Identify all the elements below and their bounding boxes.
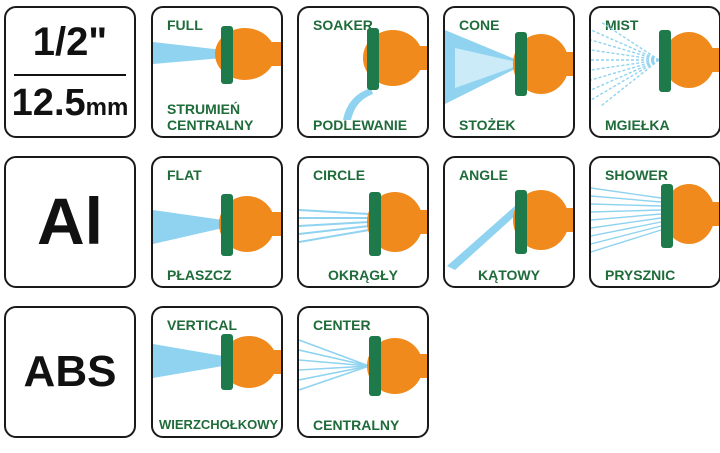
mode-label-pl-1: PŁASZCZ bbox=[167, 267, 232, 283]
shower-nozzle-icon bbox=[591, 184, 719, 253]
mist-nozzle-icon bbox=[591, 21, 719, 107]
mode-tile-flat: FLAT PŁASZCZ bbox=[151, 156, 283, 288]
cone-nozzle-icon bbox=[445, 30, 573, 104]
mode-tile-mist: MIST MGIEŁKA bbox=[589, 6, 720, 138]
mode-label-pl-2: CENTRALNY bbox=[167, 117, 254, 133]
mode-label-en: SOAKER bbox=[313, 17, 373, 33]
mode-label-en: FULL bbox=[167, 17, 203, 33]
center-nozzle-icon bbox=[299, 336, 427, 396]
size-mm-unit: mm bbox=[85, 94, 129, 121]
mode-tile-soaker: SOAKER PODLEWANIE bbox=[297, 6, 429, 138]
size-tile: 1/2" 12.5mm bbox=[4, 6, 136, 138]
mode-tile-center: CENTER CENTRALNY bbox=[297, 306, 429, 438]
mode-tile-shower: SHOWER PRYSZNIC bbox=[589, 156, 720, 288]
vertical-nozzle-icon bbox=[153, 334, 281, 390]
mode-label-en: CENTER bbox=[313, 317, 371, 333]
mode-label-pl-1: STOŻEK bbox=[459, 117, 516, 133]
material-tile-abs: ABS bbox=[4, 306, 136, 438]
mode-label-en: FLAT bbox=[167, 167, 202, 183]
size-mm-value: 12.5 bbox=[11, 82, 86, 124]
material-al-text: Al bbox=[37, 184, 103, 258]
mode-label-en: MIST bbox=[605, 17, 639, 33]
soaker-nozzle-icon bbox=[343, 28, 427, 120]
mode-label-pl-1: OKRĄGŁY bbox=[328, 267, 398, 283]
full-nozzle-icon bbox=[153, 26, 281, 84]
mode-label-pl-1: KĄTOWY bbox=[478, 267, 540, 283]
mode-label-pl-1: PRYSZNIC bbox=[605, 267, 676, 283]
flat-nozzle-icon bbox=[153, 194, 281, 256]
mode-label-pl-1: STRUMIEŃ bbox=[167, 101, 241, 117]
mode-label-pl-1: WIERZCHOŁKOWY bbox=[159, 417, 279, 432]
material-abs-text: ABS bbox=[23, 347, 117, 396]
mode-tile-full: FULL STRUMIEŃ CENTRALNY bbox=[151, 6, 283, 138]
mode-tile-circle: CIRCLE OKRĄGŁY bbox=[297, 156, 429, 288]
circle-nozzle-icon bbox=[299, 192, 427, 256]
mode-label-en: SHOWER bbox=[605, 167, 668, 183]
mode-label-en: ANGLE bbox=[459, 167, 508, 183]
mode-label-pl-1: CENTRALNY bbox=[313, 417, 400, 433]
size-fraction: 1/2" bbox=[32, 20, 108, 64]
mode-tile-vertical: VERTICAL WIERZCHOŁKOWY bbox=[151, 306, 283, 438]
mode-label-pl-1: MGIEŁKA bbox=[605, 117, 670, 133]
mode-label-en: VERTICAL bbox=[167, 317, 237, 333]
material-tile-al: Al bbox=[4, 156, 136, 288]
size-mm: 12.5mm bbox=[6, 84, 134, 122]
angle-nozzle-icon bbox=[447, 190, 573, 270]
mode-label-pl-1: PODLEWANIE bbox=[313, 117, 408, 133]
size-divider bbox=[14, 74, 126, 76]
mode-label-en: CONE bbox=[459, 17, 500, 33]
mode-tile-angle: ANGLE KĄTOWY bbox=[443, 156, 575, 288]
mode-label-en: CIRCLE bbox=[313, 167, 366, 183]
mode-tile-cone: CONE STOŻEK bbox=[443, 6, 575, 138]
